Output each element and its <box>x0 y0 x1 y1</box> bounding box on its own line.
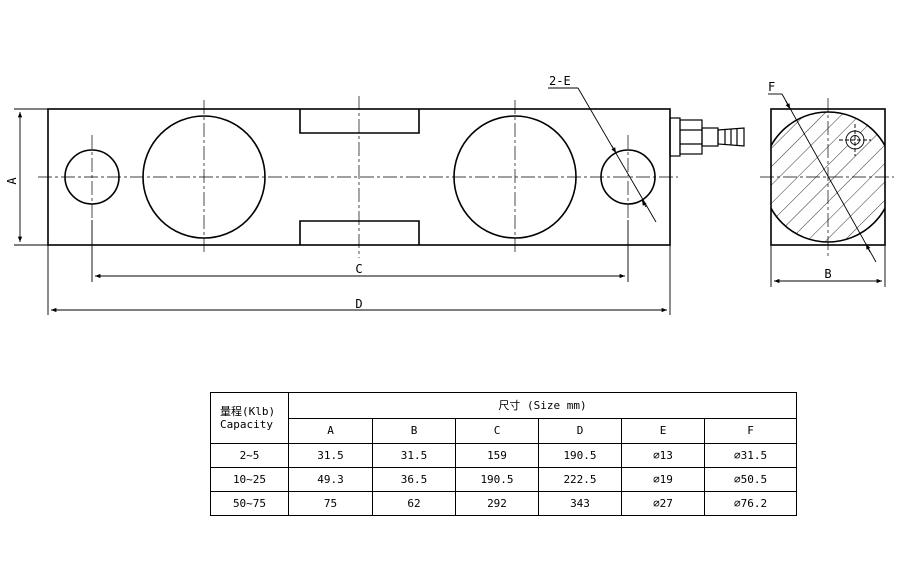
table-cell: 31.5 <box>288 443 373 468</box>
capacity-header: 量程(Klb) Capacity <box>210 392 289 444</box>
front-view <box>38 96 745 258</box>
front-centerlines <box>38 96 678 258</box>
table-row: 50~75 75 62 292 343 ⌀27 ⌀76.2 <box>210 491 798 516</box>
table-row: 10~25 49.3 36.5 190.5 222.5 ⌀19 ⌀50.5 <box>210 467 798 492</box>
label-c: C <box>355 262 362 276</box>
table-cell: ⌀13 <box>621 443 705 468</box>
capacity-cell: 2~5 <box>210 443 289 468</box>
table-cell: 222.5 <box>538 467 622 492</box>
table-cell: 190.5 <box>538 443 622 468</box>
table-cell: 343 <box>538 491 622 516</box>
size-header: 尺寸 (Size mm) <box>287 392 798 419</box>
dimension-d <box>47 245 671 315</box>
column-header: E <box>621 417 705 444</box>
load-cell-drawing: A C D 2-E <box>5 74 894 315</box>
table-cell: 159 <box>455 443 539 468</box>
dimension-b <box>770 245 886 287</box>
dimension-c <box>91 220 629 282</box>
side-view <box>760 98 894 256</box>
table-row: 2~5 31.5 31.5 159 190.5 ⌀13 ⌀31.5 <box>210 443 798 468</box>
table-cell: 36.5 <box>372 467 456 492</box>
column-header: B <box>372 417 456 444</box>
table-cell: ⌀76.2 <box>703 491 798 516</box>
label-e: 2-E <box>549 74 571 88</box>
spec-table: 量程(Klb) Capacity 尺寸 (Size mm) A B C D E … <box>210 392 798 516</box>
label-a: A <box>5 177 19 185</box>
label-d: D <box>355 297 362 311</box>
table-cell: 49.3 <box>288 467 373 492</box>
dimension-a <box>14 108 48 246</box>
column-header: F <box>703 417 798 444</box>
column-header: A <box>288 417 373 444</box>
table-header-row: 量程(Klb) Capacity 尺寸 (Size mm) <box>210 392 798 444</box>
cable-connector <box>669 117 745 157</box>
cable-entry-symbol <box>839 124 871 156</box>
table-cell: 292 <box>455 491 539 516</box>
label-f: F <box>768 80 775 94</box>
leader-e <box>548 87 657 223</box>
label-b: B <box>824 267 831 281</box>
table-cell: 31.5 <box>372 443 456 468</box>
table-cell: 75 <box>288 491 373 516</box>
capacity-cell: 10~25 <box>210 467 289 492</box>
table-cell: 62 <box>372 491 456 516</box>
bottom-slot <box>299 220 420 245</box>
table-cell: ⌀50.5 <box>703 467 798 492</box>
column-header: C <box>455 417 539 444</box>
table-cell: ⌀31.5 <box>703 443 798 468</box>
table-cell: ⌀19 <box>621 467 705 492</box>
leader-f <box>768 93 877 263</box>
capacity-header-line2: Capacity <box>220 418 273 431</box>
capacity-cell: 50~75 <box>210 491 289 516</box>
table-cell: ⌀27 <box>621 491 705 516</box>
top-slot <box>299 109 420 134</box>
capacity-header-line1: 量程(Klb) <box>220 405 276 418</box>
column-header: D <box>538 417 622 444</box>
table-column-row: A B C D E F <box>211 417 798 444</box>
table-cell: 190.5 <box>455 467 539 492</box>
